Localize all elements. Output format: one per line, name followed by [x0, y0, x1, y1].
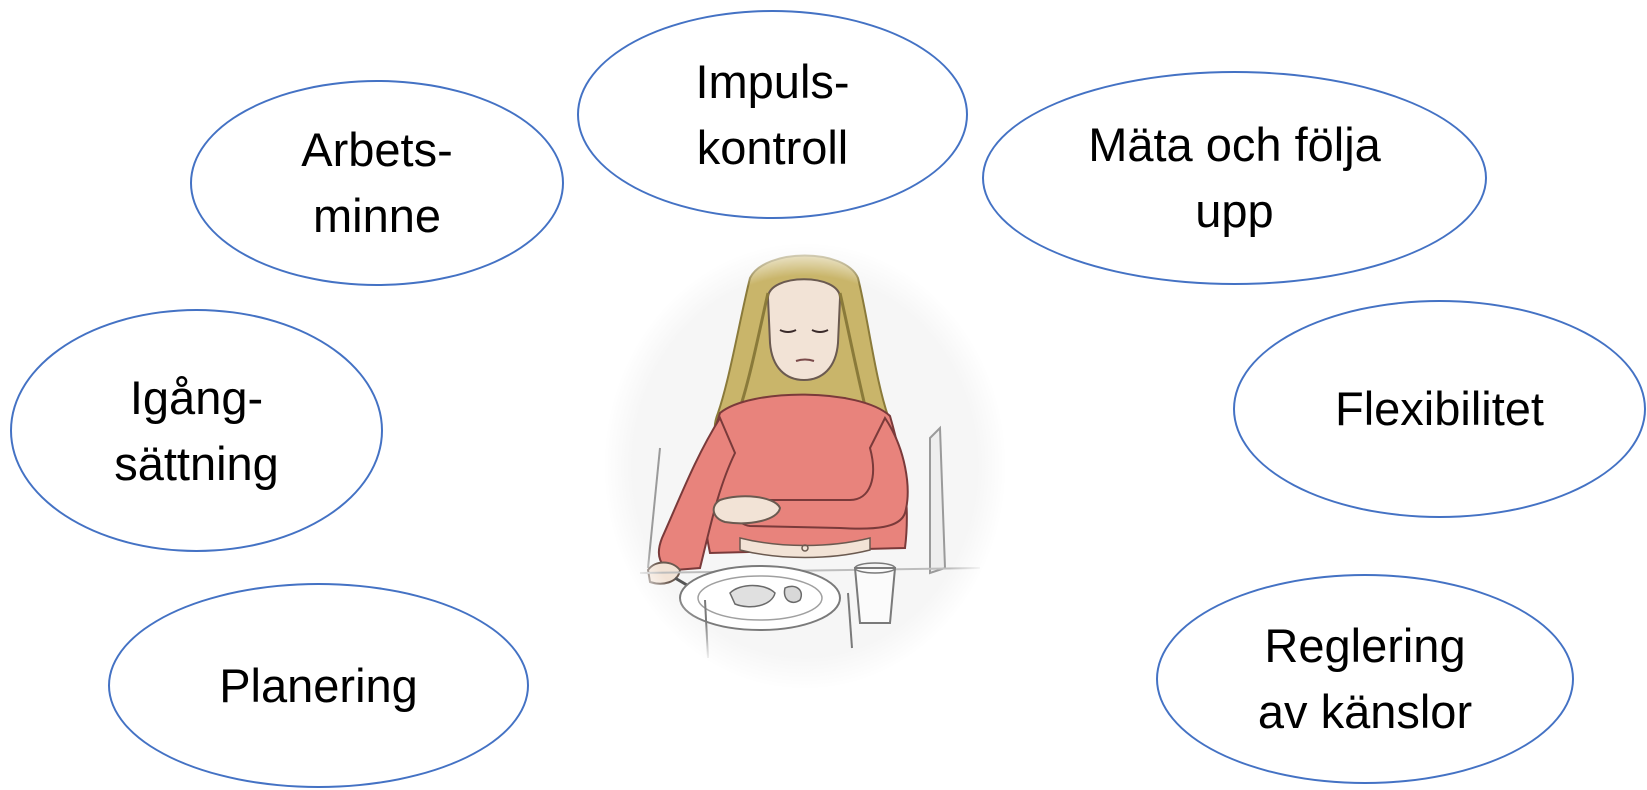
bubble-arbetsminne: Arbets- minne [190, 80, 564, 286]
bubble-label: Igång- sättning [114, 370, 279, 490]
bubble-planering: Planering [108, 583, 529, 788]
bubble-igangsattning: Igång- sättning [10, 309, 383, 552]
bubble-label: Impuls- kontroll [695, 54, 850, 174]
bubble-impulskontroll: Impuls- kontroll [577, 10, 968, 219]
bubble-label: Mäta och följa upp [1088, 118, 1381, 237]
woman-eating-illustration [600, 238, 1010, 693]
bubble-label: Planering [219, 658, 418, 712]
bubble-label: Reglering av känslor [1257, 619, 1473, 738]
bubble-flexibilitet: Flexibilitet [1233, 300, 1646, 518]
bubble-label: Arbets- minne [301, 123, 453, 242]
bubble-mata-och-folja-upp: Mäta och följa upp [982, 71, 1487, 285]
bubble-label: Flexibilitet [1335, 382, 1544, 435]
bubble-reglering-av-kanslor: Reglering av känslor [1156, 574, 1574, 784]
